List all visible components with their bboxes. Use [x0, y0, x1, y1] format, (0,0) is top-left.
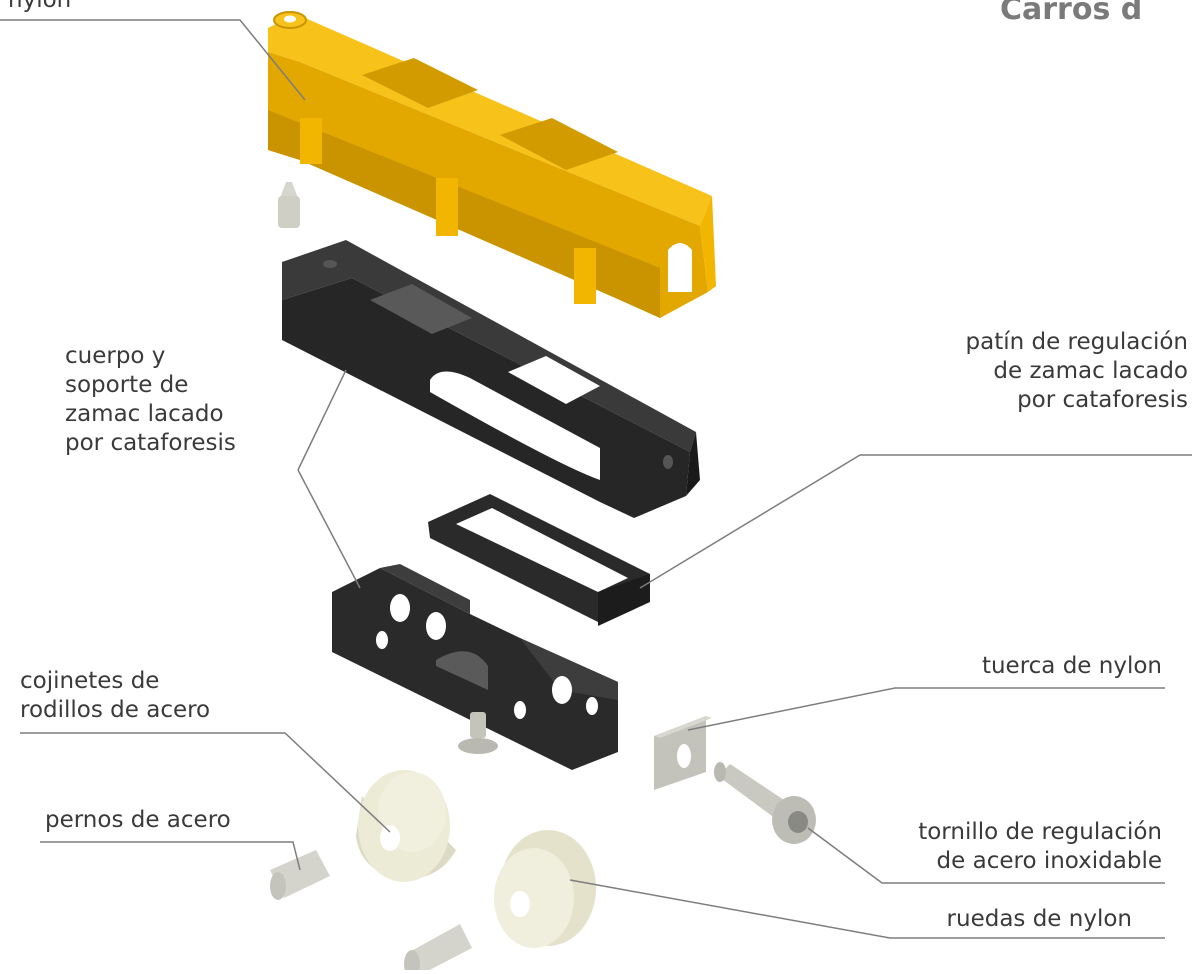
adjustment-screw [714, 762, 816, 844]
label-body-line-1: cuerpo y [65, 343, 166, 369]
leader-screw [807, 827, 1165, 884]
label-screw-line-2: de acero inoxidable [936, 848, 1162, 874]
label-skid-line-3: por cataforesis [1017, 387, 1188, 413]
leader-skid [639, 454, 1192, 589]
label-screw-line-1: tornillo de regulación [918, 819, 1162, 845]
support-block [332, 564, 618, 770]
bearing-roller [356, 770, 456, 882]
label-nut: tuerca de nylon [981, 653, 1162, 679]
adjustment-skid [428, 494, 650, 626]
leader-wheels [569, 879, 1165, 939]
leader-nylon-top [0, 19, 306, 101]
label-skid-line-2: de zamac lacado [993, 358, 1188, 384]
label-pins: pernos de acero [45, 807, 231, 833]
nylon-cover [268, 11, 716, 318]
zamac-body [282, 240, 700, 518]
leader-lines [0, 19, 1192, 939]
label-wheels: ruedas de nylon [946, 906, 1132, 932]
nylon-nut [654, 716, 712, 790]
steel-pin-1 [270, 850, 330, 900]
leader-body-b [297, 469, 361, 589]
nylon-wheel [494, 830, 596, 948]
leader-body-a [297, 369, 347, 471]
label-body-line-3: zamac lacado [65, 401, 224, 427]
label-body-line-2: soporte de [65, 372, 189, 398]
leader-nut [687, 687, 1165, 731]
steel-pin-2 [404, 924, 472, 974]
label-nylon-top: nylon [8, 0, 72, 13]
page-title: Carros d [1000, 0, 1143, 27]
label-bearings-line-1: cojinetes de [20, 668, 160, 694]
leader-bearings [20, 732, 391, 833]
stud [458, 712, 498, 754]
label-body-line-4: por cataforesis [65, 430, 236, 456]
small-pin [278, 182, 300, 228]
label-skid-line-1: patín de regulación [965, 329, 1189, 355]
leader-pins [40, 841, 301, 871]
label-bearings-line-2: rodillos de acero [20, 697, 211, 723]
